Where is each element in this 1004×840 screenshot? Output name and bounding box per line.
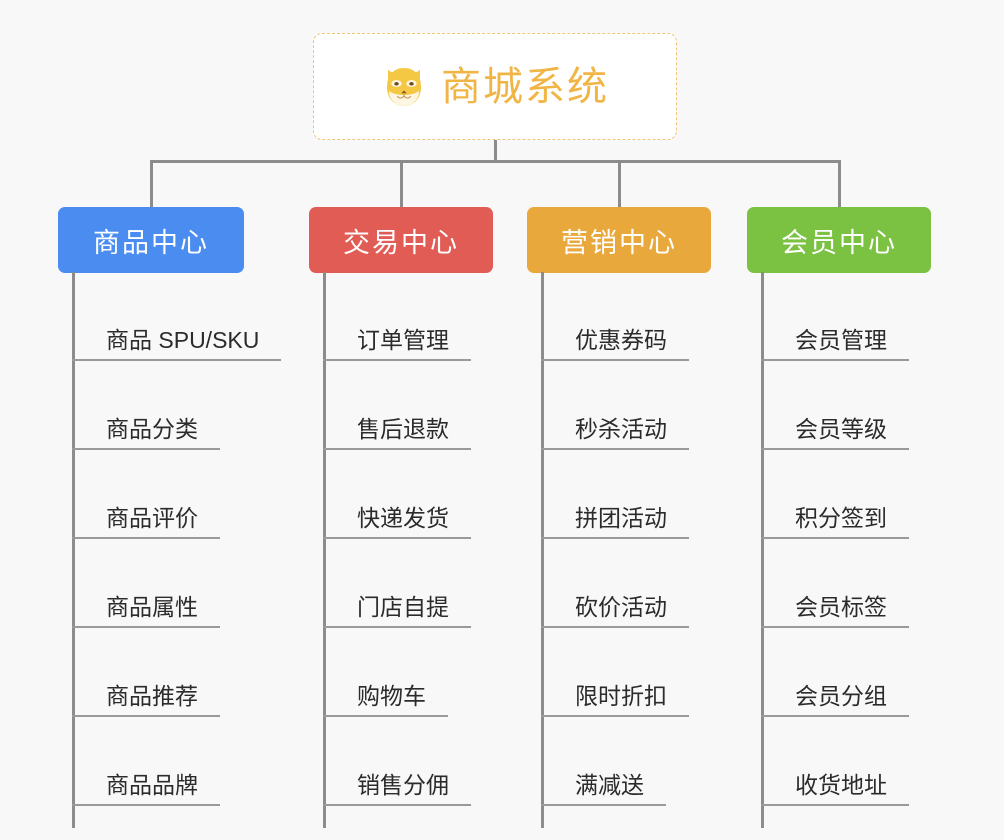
- leaf-item-label: 商品分类: [106, 415, 198, 442]
- leaf-trunk-line: [761, 272, 764, 828]
- category-header-trade[interactable]: 交易中心: [309, 207, 493, 273]
- leaf-item-label: 优惠券码: [575, 326, 667, 353]
- leaf-item[interactable]: 优惠券码: [541, 272, 689, 361]
- leaf-trunk-line: [323, 272, 326, 828]
- leaf-item[interactable]: 会员等级: [761, 361, 909, 450]
- leaf-item-label: 商品 SPU/SKU: [106, 326, 260, 353]
- leaf-item[interactable]: 销售分佣: [323, 717, 471, 806]
- leaf-item-label: 积分签到: [795, 504, 887, 531]
- connector-drop-1: [150, 160, 153, 208]
- leaf-item-label: 售后退款: [357, 415, 449, 442]
- leaf-item[interactable]: 限时折扣: [541, 628, 689, 717]
- connector-drop-4: [838, 160, 841, 208]
- connector-drop-3: [618, 160, 621, 208]
- category-header-product[interactable]: 商品中心: [58, 207, 244, 273]
- leaf-item[interactable]: 商品评价: [72, 450, 220, 539]
- leaf-item-label: 商品品牌: [106, 771, 198, 798]
- leaf-item-label: 订单管理: [357, 326, 449, 353]
- leaf-item[interactable]: 收货地址: [761, 717, 909, 806]
- leaf-item[interactable]: 商品属性: [72, 539, 220, 628]
- leaf-item[interactable]: 商品分类: [72, 361, 220, 450]
- leaf-item[interactable]: 商品推荐: [72, 628, 220, 717]
- leaf-item[interactable]: 订单管理: [323, 272, 471, 361]
- leaf-item[interactable]: 商品 SPU/SKU: [72, 272, 282, 361]
- category-header-label: 营销中心: [561, 227, 677, 258]
- leaf-item[interactable]: 会员管理: [761, 272, 909, 361]
- root-title: 商城系统: [441, 64, 609, 109]
- leaf-item-label: 秒杀活动: [575, 415, 667, 442]
- leaf-item-label: 商品属性: [106, 593, 198, 620]
- leaf-item-label: 收货地址: [795, 771, 887, 798]
- shiba-dog-face-icon: [381, 64, 427, 110]
- leaf-item-label: 拼团活动: [575, 504, 667, 531]
- leaf-item-label: 购物车: [357, 682, 426, 709]
- leaf-item-label: 快递发货: [357, 504, 449, 531]
- leaf-item[interactable]: 购物车: [323, 628, 448, 717]
- leaf-item[interactable]: 满减送: [541, 717, 666, 806]
- leaf-item-label: 销售分佣: [357, 771, 449, 798]
- leaf-item-label: 商品评价: [106, 504, 198, 531]
- leaf-item-label: 商品推荐: [106, 682, 198, 709]
- leaf-item-label: 门店自提: [357, 593, 449, 620]
- connector-bus: [150, 160, 841, 163]
- leaf-item[interactable]: 快递发货: [323, 450, 471, 539]
- connector-drop-2: [400, 160, 403, 208]
- root-node[interactable]: 商城系统: [313, 33, 677, 140]
- leaf-item-label: 会员分组: [795, 682, 887, 709]
- leaf-item[interactable]: 拼团活动: [541, 450, 689, 539]
- leaf-item-label: 满减送: [575, 771, 644, 798]
- leaf-item[interactable]: 积分签到: [761, 450, 909, 539]
- category-header-marketing[interactable]: 营销中心: [527, 207, 711, 273]
- category-header-label: 商品中心: [93, 227, 209, 258]
- leaf-item[interactable]: 商品品牌: [72, 717, 220, 806]
- leaf-item-label: 会员标签: [795, 593, 887, 620]
- leaf-item-label: 会员等级: [795, 415, 887, 442]
- leaf-item[interactable]: 砍价活动: [541, 539, 689, 628]
- leaf-item-label: 限时折扣: [575, 682, 667, 709]
- leaf-trunk-line: [541, 272, 544, 828]
- leaf-item-label: 会员管理: [795, 326, 887, 353]
- category-header-label: 会员中心: [781, 227, 897, 258]
- connector-root-stem: [494, 140, 497, 162]
- leaf-item[interactable]: 门店自提: [323, 539, 471, 628]
- category-header-member[interactable]: 会员中心: [747, 207, 931, 273]
- leaf-trunk-line: [72, 272, 75, 828]
- category-header-label: 交易中心: [343, 227, 459, 258]
- leaf-item[interactable]: 会员标签: [761, 539, 909, 628]
- leaf-item[interactable]: 售后退款: [323, 361, 471, 450]
- leaf-item[interactable]: 秒杀活动: [541, 361, 689, 450]
- leaf-item[interactable]: 会员分组: [761, 628, 909, 717]
- leaf-item-label: 砍价活动: [575, 593, 667, 620]
